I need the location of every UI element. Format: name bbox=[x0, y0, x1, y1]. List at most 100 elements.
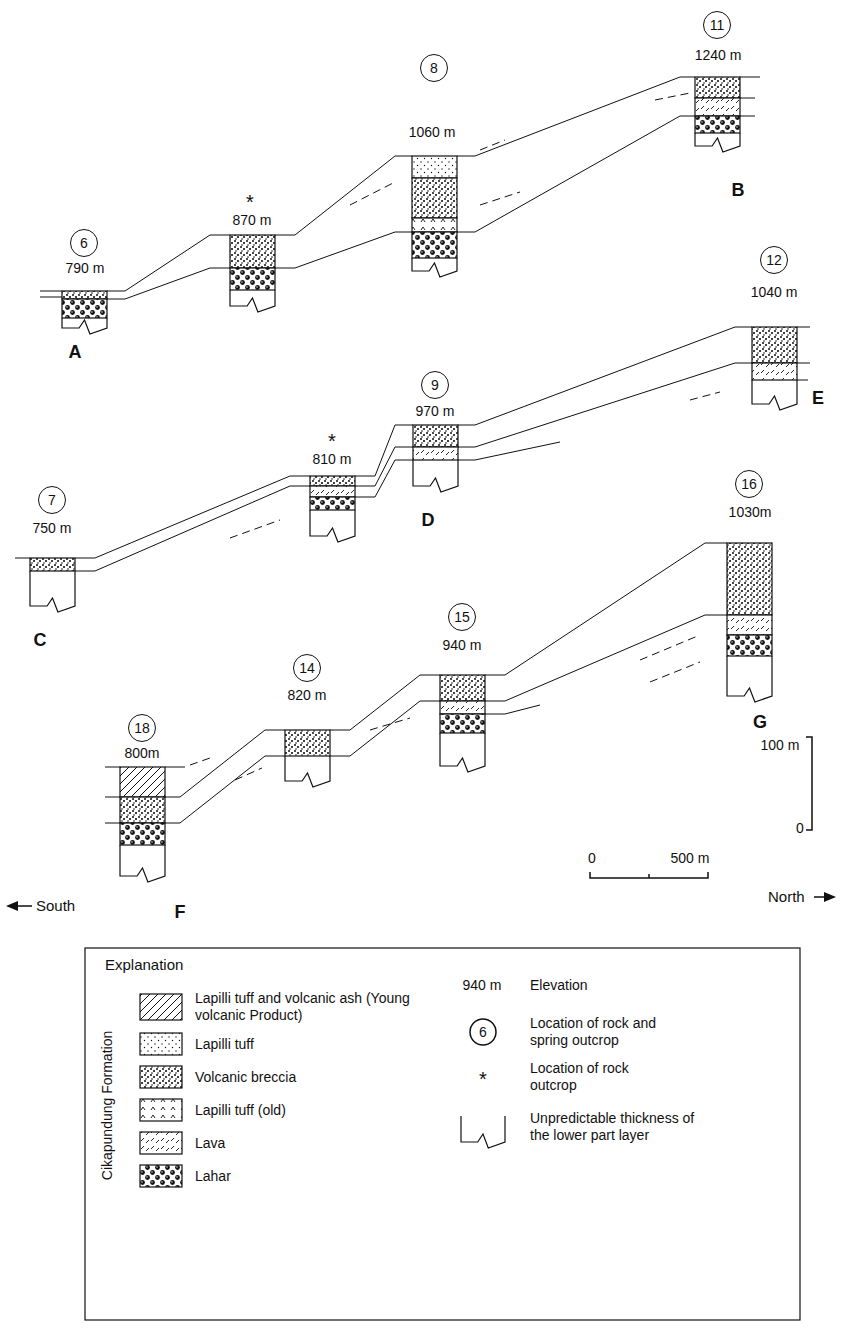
inferred-line bbox=[640, 635, 700, 660]
rock-layer bbox=[310, 486, 355, 497]
correlation-line bbox=[485, 705, 540, 714]
location-number: 8 bbox=[430, 60, 438, 76]
rock-layer bbox=[752, 363, 797, 380]
section-letter: D bbox=[422, 512, 435, 529]
column-base bbox=[752, 380, 797, 410]
inferred-line bbox=[190, 758, 210, 765]
map-label: Explanation bbox=[105, 956, 183, 973]
stratigraphic-column bbox=[752, 327, 797, 410]
rock-layer bbox=[440, 714, 485, 733]
legend-text: Lapilli tuff (old) bbox=[195, 1102, 410, 1119]
correlation-line bbox=[330, 675, 440, 730]
rock-layer bbox=[413, 447, 458, 460]
section-letter: G bbox=[753, 714, 767, 731]
correlation-line bbox=[107, 268, 230, 299]
rock-layer bbox=[285, 730, 330, 756]
rock-layer bbox=[412, 232, 457, 258]
legend-text: Lapilli tuff and volcanic ash (Young vol… bbox=[195, 990, 410, 1024]
column-base bbox=[120, 845, 165, 882]
map-label: South bbox=[36, 897, 75, 914]
map-label: North bbox=[768, 888, 805, 905]
rock-layer bbox=[412, 218, 457, 232]
correlation-line bbox=[458, 327, 752, 425]
location-circle: 12 bbox=[760, 246, 788, 274]
correlation-line bbox=[165, 767, 185, 768]
legend-text: Unpredictable thickness of the lower par… bbox=[530, 1110, 705, 1144]
inferred-lines bbox=[190, 93, 720, 780]
inferred-line bbox=[655, 93, 690, 100]
correlation-line bbox=[797, 380, 808, 381]
location-circle: 16 bbox=[735, 470, 763, 498]
inferred-line bbox=[370, 718, 410, 730]
column-base bbox=[413, 460, 458, 492]
legend-sample bbox=[140, 994, 182, 1020]
correlation-line bbox=[355, 460, 413, 497]
stratigraphic-column bbox=[285, 730, 330, 787]
map-label: 970 m bbox=[416, 403, 455, 420]
scale-bars bbox=[6, 737, 836, 911]
legend-sample bbox=[140, 1099, 182, 1121]
legend-sample bbox=[140, 1165, 182, 1187]
legend-base-symbol bbox=[461, 1116, 505, 1148]
section-letter: C bbox=[34, 632, 47, 649]
stratigraphic-column bbox=[412, 156, 457, 277]
map-label: 790 m bbox=[66, 260, 105, 277]
rock-layer bbox=[310, 497, 355, 510]
rock-layer bbox=[695, 98, 740, 116]
map-label: * bbox=[328, 433, 336, 450]
legend-sample bbox=[140, 1033, 182, 1055]
location-circle: 18 bbox=[128, 714, 156, 742]
location-number: 6 bbox=[80, 235, 88, 251]
rock-layer bbox=[695, 116, 740, 133]
map-label: 810 m bbox=[313, 451, 352, 468]
correlation-line bbox=[105, 767, 120, 768]
map-label: 750 m bbox=[33, 520, 72, 537]
map-label: * bbox=[479, 1071, 487, 1088]
correlation-line bbox=[740, 116, 755, 117]
column-base bbox=[285, 756, 330, 787]
legend-text: Location of rock and spring outcrop bbox=[530, 1015, 660, 1049]
column-base bbox=[310, 510, 355, 542]
correlation-line bbox=[740, 77, 760, 78]
location-number: 15 bbox=[454, 609, 470, 625]
location-circle: 9 bbox=[421, 371, 449, 399]
location-circle: 14 bbox=[293, 654, 321, 682]
correlation-line bbox=[330, 701, 440, 756]
rock-layer bbox=[62, 291, 107, 299]
column-base bbox=[30, 571, 75, 612]
map-label: 100 m bbox=[761, 737, 800, 754]
correlation-line bbox=[797, 327, 810, 328]
correlation-lines bbox=[15, 77, 810, 823]
legend-text: Lava bbox=[195, 1135, 410, 1152]
legend-circle bbox=[470, 1019, 496, 1045]
correlation-line bbox=[275, 156, 412, 235]
legend-text: Lapilli tuff bbox=[195, 1036, 410, 1053]
map-label: 1240 m bbox=[695, 47, 742, 64]
arrow-head bbox=[6, 901, 18, 911]
map-label: 820 m bbox=[288, 687, 327, 704]
location-number: 11 bbox=[710, 17, 725, 33]
map-label: 6 bbox=[479, 1024, 487, 1041]
map-label: 0 bbox=[796, 820, 804, 837]
column-base bbox=[727, 656, 772, 702]
legend-frame bbox=[85, 948, 800, 1320]
rock-layer bbox=[695, 77, 740, 98]
south-arrow bbox=[18, 905, 32, 907]
correlation-line bbox=[105, 797, 120, 798]
correlation-line bbox=[40, 297, 62, 298]
stratigraphic-column bbox=[695, 77, 740, 152]
inferred-line bbox=[350, 182, 395, 205]
column-base bbox=[230, 290, 275, 312]
location-number: 16 bbox=[741, 476, 757, 492]
stratigraphic-column bbox=[413, 425, 458, 492]
correlation-line bbox=[107, 235, 230, 291]
column-base bbox=[440, 733, 485, 772]
stratigraphic-column bbox=[120, 767, 165, 882]
inferred-line bbox=[235, 768, 262, 780]
column-base bbox=[412, 258, 457, 277]
correlation-line bbox=[457, 77, 695, 156]
columns bbox=[30, 77, 797, 882]
arrow-head bbox=[824, 892, 836, 902]
scale-tick bbox=[648, 874, 650, 878]
